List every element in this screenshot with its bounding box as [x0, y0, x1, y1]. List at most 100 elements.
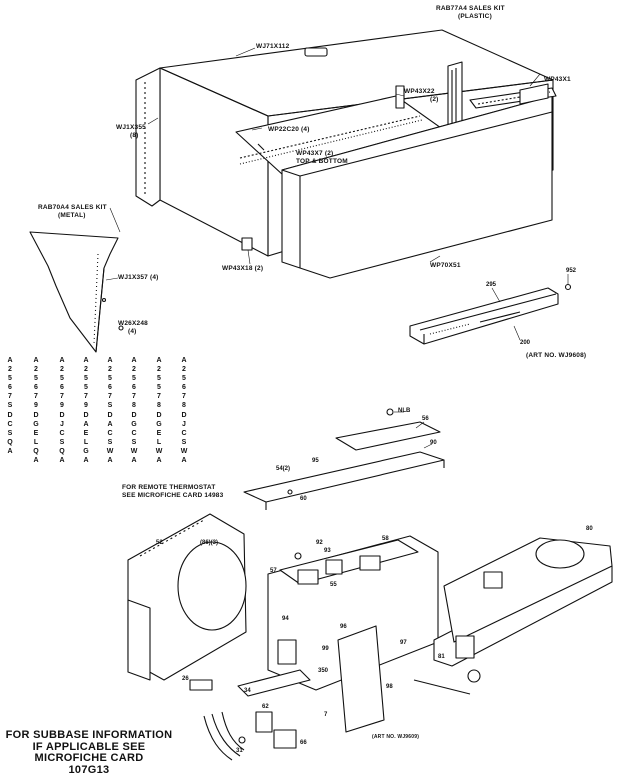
model-char: W [106, 447, 114, 455]
subbase-note-line-3: MICROFICHE CARD [34, 752, 144, 764]
part-94: 94 [282, 616, 289, 622]
model-char: A [83, 420, 89, 428]
model-char: 7 [84, 393, 88, 401]
part-350: 350 [318, 668, 329, 674]
subbase-note-line-4: 107G13 [68, 763, 110, 776]
model-char: D [7, 411, 13, 419]
sales-kit-metal-sub: (METAL) [58, 212, 86, 219]
model-char: W [155, 447, 163, 455]
model-char: 6 [34, 384, 38, 392]
model-char: G [33, 420, 39, 428]
model-char: 9 [84, 402, 88, 410]
tray-assembly [409, 287, 559, 345]
model-char: 8 [182, 402, 186, 410]
model-char: L [83, 438, 89, 446]
part-92: 92 [316, 540, 323, 546]
model-char: 7 [108, 393, 112, 401]
part-93: 93 [324, 548, 331, 554]
model-char: C [107, 429, 113, 437]
part-wj1x357: WJ1X357 (4) [118, 274, 159, 281]
part-58: 58 [382, 536, 389, 542]
model-char: A [59, 357, 65, 364]
part-7: 7 [324, 712, 328, 718]
model-char: A [107, 420, 113, 428]
model-char: 7 [8, 393, 12, 401]
model-char: 5 [8, 375, 12, 383]
fan-shroud [127, 513, 247, 681]
model-char: E [33, 429, 39, 437]
sales-kit-plastic-sub: (PLASTIC) [458, 13, 492, 20]
model-char: 8 [132, 402, 136, 410]
part-wp43x22: WP43X22 [404, 88, 435, 95]
model-char: A [181, 357, 187, 364]
part-952: 952 [566, 268, 577, 274]
upper-brackets [241, 85, 572, 291]
model-char: 9 [34, 402, 38, 410]
model-char: 5 [157, 384, 161, 392]
part-86: (86)(3) [200, 540, 219, 546]
model-char: A [107, 357, 113, 364]
part-60: 60 [300, 496, 307, 502]
part-97: 97 [400, 640, 407, 646]
model-char: S [59, 438, 65, 446]
model-char: J [60, 420, 64, 428]
part-99: 99 [322, 646, 329, 652]
part-wj1x355-qty: (8) [130, 132, 139, 139]
model-char: 6 [132, 384, 136, 392]
model-char: G [83, 447, 89, 455]
part-200: 200 [520, 340, 531, 346]
model-char: L [33, 438, 39, 446]
art-number-lower: (ART NO. WJ9609) [372, 734, 420, 740]
model-char: 7 [157, 393, 161, 401]
control-chassis [237, 535, 439, 733]
model-char: W [130, 447, 138, 455]
model-char: S [107, 402, 113, 410]
part-wp22c20: WP22C20 (4) [268, 126, 310, 133]
part-wj1x355: WJ1X355 [116, 124, 146, 131]
part-wp43x7: WP43X7 (2) [296, 150, 334, 157]
thermostat-note-card: SEE MICROFICHE CARD 14983 [122, 492, 224, 499]
model-char: 5 [60, 375, 64, 383]
model-char: 6 [60, 384, 64, 392]
model-char: 6 [108, 384, 112, 392]
part-90: 90 [430, 440, 437, 446]
model-char: 2 [108, 366, 112, 374]
model-char: 5 [132, 375, 136, 383]
model-char: 5 [84, 375, 88, 383]
part-62: 62 [262, 704, 269, 710]
art-number-upper: (ART NO. WJ9608) [526, 352, 587, 359]
model-char: A [156, 457, 162, 465]
model-char: 5 [84, 384, 88, 392]
part-w26x248-qty: (4) [128, 328, 137, 335]
model-char: D [156, 411, 162, 419]
part-52: 52 [156, 540, 163, 546]
part-nlb: NLB [398, 408, 411, 414]
model-char: A [131, 357, 137, 364]
subbase-note: FOR SUBBASE INFORMATION IF APPLICABLE SE… [4, 729, 174, 776]
model-char: Q [59, 447, 65, 455]
model-char: A [156, 357, 162, 364]
model-char: 7 [182, 393, 186, 401]
subbase-note-line-1: FOR SUBBASE INFORMATION [5, 729, 173, 741]
model-char: D [59, 411, 65, 419]
model-char: 8 [157, 402, 161, 410]
model-char: 2 [34, 366, 38, 374]
part-wp43x7-note: TOP & BOTTOM [296, 158, 348, 165]
model-char: A [181, 457, 187, 465]
model-char: D [33, 411, 39, 419]
model-char: G [156, 420, 162, 428]
model-char: S [131, 438, 137, 446]
sales-kit-plastic-label: RAB77A4 SALES KIT [436, 5, 505, 12]
part-wp43x18: WP43X18 (2) [222, 265, 264, 272]
part-55: 55 [330, 582, 337, 588]
part-98: 98 [386, 684, 393, 690]
model-char: S [7, 429, 13, 437]
model-char: 2 [182, 366, 186, 374]
model-char: 9 [60, 402, 64, 410]
model-char: A [7, 447, 13, 455]
part-31: 31 [236, 748, 243, 754]
